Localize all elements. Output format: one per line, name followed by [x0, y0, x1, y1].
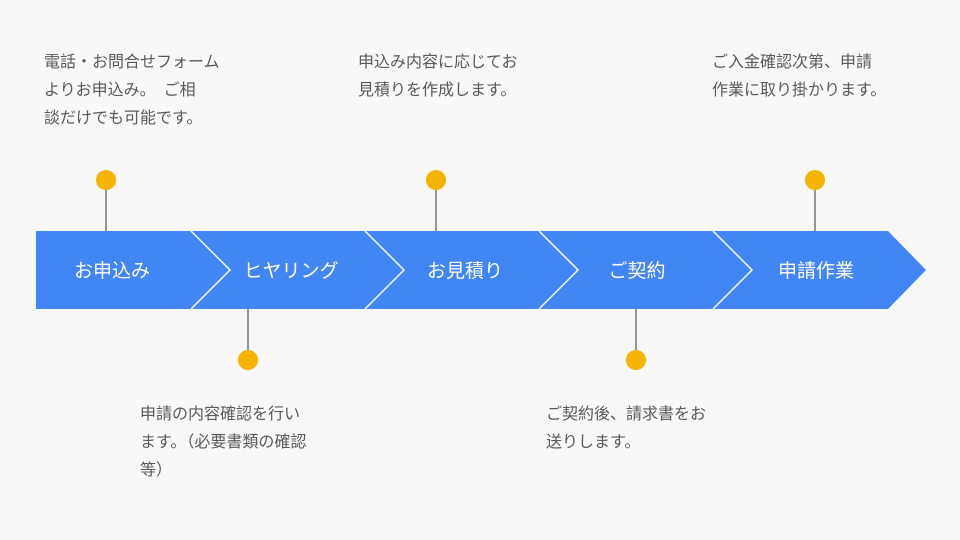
step-separator-4 [712, 230, 754, 310]
step-description-5: ご入金確認次第、申請 作業に取り掛かります。 [712, 52, 887, 99]
step-description-2: 申請の内容確認を行い ます。（必要書類の確認 等） [140, 404, 307, 479]
milestone-dot-1 [96, 170, 116, 190]
step-description-3: 申込み内容に応じてお 見積りを作成します。 [358, 52, 518, 99]
milestone-dot-4 [626, 350, 646, 370]
step-label-1: お申込み [74, 260, 150, 282]
milestone-dot-2 [238, 350, 258, 370]
step-description-4: ご契約後、請求書をお 送りします。 [546, 404, 707, 451]
process-arrow-band [36, 231, 926, 309]
step-label-3: お見積り [427, 260, 503, 282]
milestone-dot-3 [426, 170, 446, 190]
step-separator-2 [364, 230, 406, 310]
step-label-5: 申請作業 [778, 260, 854, 282]
milestone-dot-5 [805, 170, 825, 190]
step-label-4: ご契約 [608, 260, 665, 282]
step-separator-3 [538, 230, 580, 310]
step-separator-1 [190, 230, 232, 310]
step-description-1: 電話・お問合せフォーム よりお申込み。 ご相 談だけでも可能です。 [44, 52, 220, 127]
step-label-2: ヒヤリング [243, 260, 338, 282]
